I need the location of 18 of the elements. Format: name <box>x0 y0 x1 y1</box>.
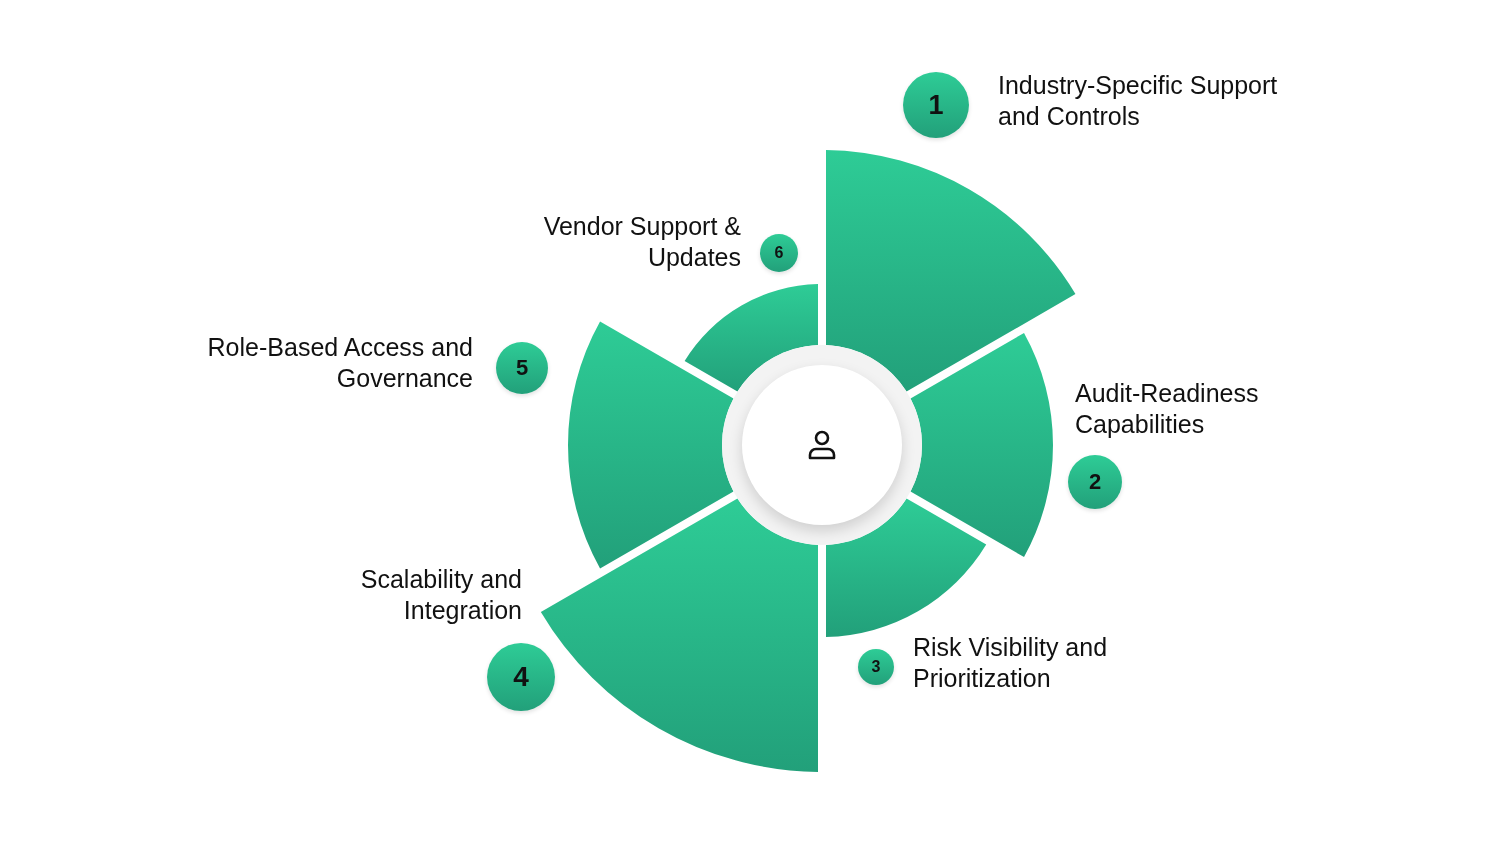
sector-wedge <box>910 333 1053 557</box>
sector-wedge <box>684 284 818 392</box>
step-label: Vendor Support & Updates <box>542 211 741 273</box>
sector-wedge <box>826 150 1076 392</box>
number-badge: 5 <box>496 342 548 394</box>
step-label: Scalability and Integration <box>359 564 522 626</box>
number-badge: 6 <box>760 234 798 272</box>
number-badge: 3 <box>858 649 894 685</box>
sector-wedge <box>568 321 734 569</box>
step-label: Industry-Specific Support and Controls <box>998 70 1279 132</box>
number-badge: 4 <box>487 643 555 711</box>
number-badge: 2 <box>1068 455 1122 509</box>
step-label: Risk Visibility and Prioritization <box>913 632 1109 694</box>
step-label: Audit-Readiness Capabilities <box>1075 378 1260 440</box>
sector-wedge <box>826 498 987 637</box>
step-label: Role-Based Access and Governance <box>206 332 473 394</box>
sector-wedge <box>540 498 818 772</box>
number-badge: 1 <box>903 72 969 138</box>
